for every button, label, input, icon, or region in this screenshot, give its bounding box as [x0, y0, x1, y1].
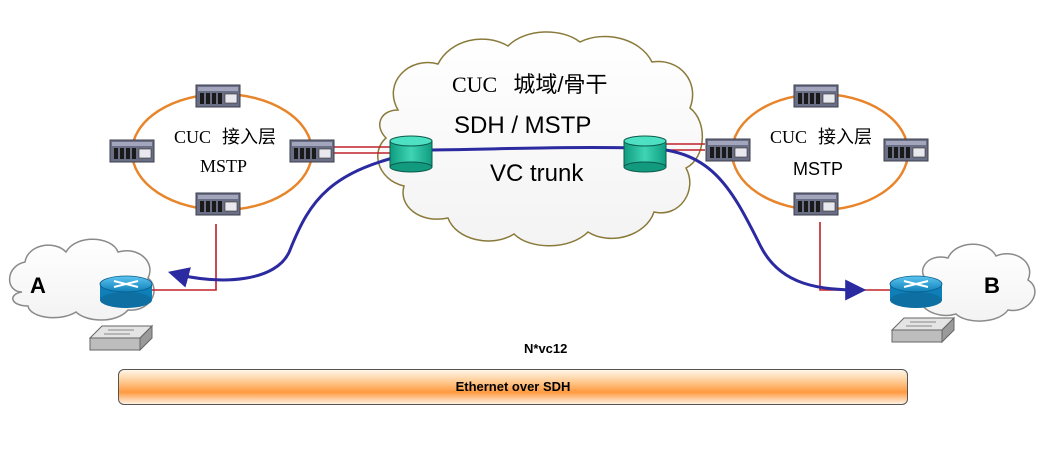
core-title: CUC 城域/骨干	[452, 74, 608, 96]
ethernet-over-sdh-bar	[118, 369, 908, 405]
ring-left-label-prefix: CUC	[174, 127, 212, 147]
vc-trunk-path	[167, 145, 867, 301]
cloud-core	[377, 31, 703, 247]
ethernet-over-sdh-label: Ethernet over SDH	[455, 379, 571, 394]
link-left-drop	[152, 224, 217, 291]
link-right-drop	[819, 222, 892, 291]
vc-path-right	[639, 146, 867, 301]
ring-right-label: CUC 接入层	[770, 128, 872, 146]
site-a-label: A	[30, 273, 46, 298]
vc-path-left	[167, 150, 419, 288]
core-node-right	[623, 135, 667, 173]
switch-a	[88, 324, 154, 352]
mstp-device-right-east	[883, 138, 929, 162]
mstp-device-right-west	[705, 138, 751, 162]
mstp-device-left-east	[289, 139, 335, 163]
mstp-device-right-bottom	[793, 192, 839, 216]
site-b-label: B	[984, 273, 1000, 298]
core-title-prefix: CUC	[452, 72, 498, 97]
ring-right-label-prefix: CUC	[770, 127, 808, 147]
capacity-label: N*vc12	[524, 341, 568, 356]
router-a	[99, 275, 153, 308]
mstp-device-left-bottom	[195, 192, 241, 216]
mstp-device-right-top	[793, 84, 839, 108]
ring-right-label-line2: MSTP	[793, 159, 844, 179]
router-b	[889, 275, 943, 308]
ring-right-label-cn: 接入层	[818, 127, 873, 147]
core-line2: VC trunk	[490, 160, 584, 187]
ring-left-label: CUC 接入层	[174, 128, 276, 146]
ring-left-label-cn: 接入层	[222, 127, 277, 147]
mstp-device-left-top	[195, 84, 241, 108]
core-node-left	[389, 135, 433, 173]
switch-b	[890, 316, 956, 344]
core-line1: SDH / MSTP	[454, 112, 592, 139]
core-title-cn: 城域/骨干	[513, 72, 608, 97]
mstp-device-left-west	[109, 139, 155, 163]
vc-path-core	[417, 145, 641, 152]
ring-left-label-line2: MSTP	[200, 156, 248, 176]
